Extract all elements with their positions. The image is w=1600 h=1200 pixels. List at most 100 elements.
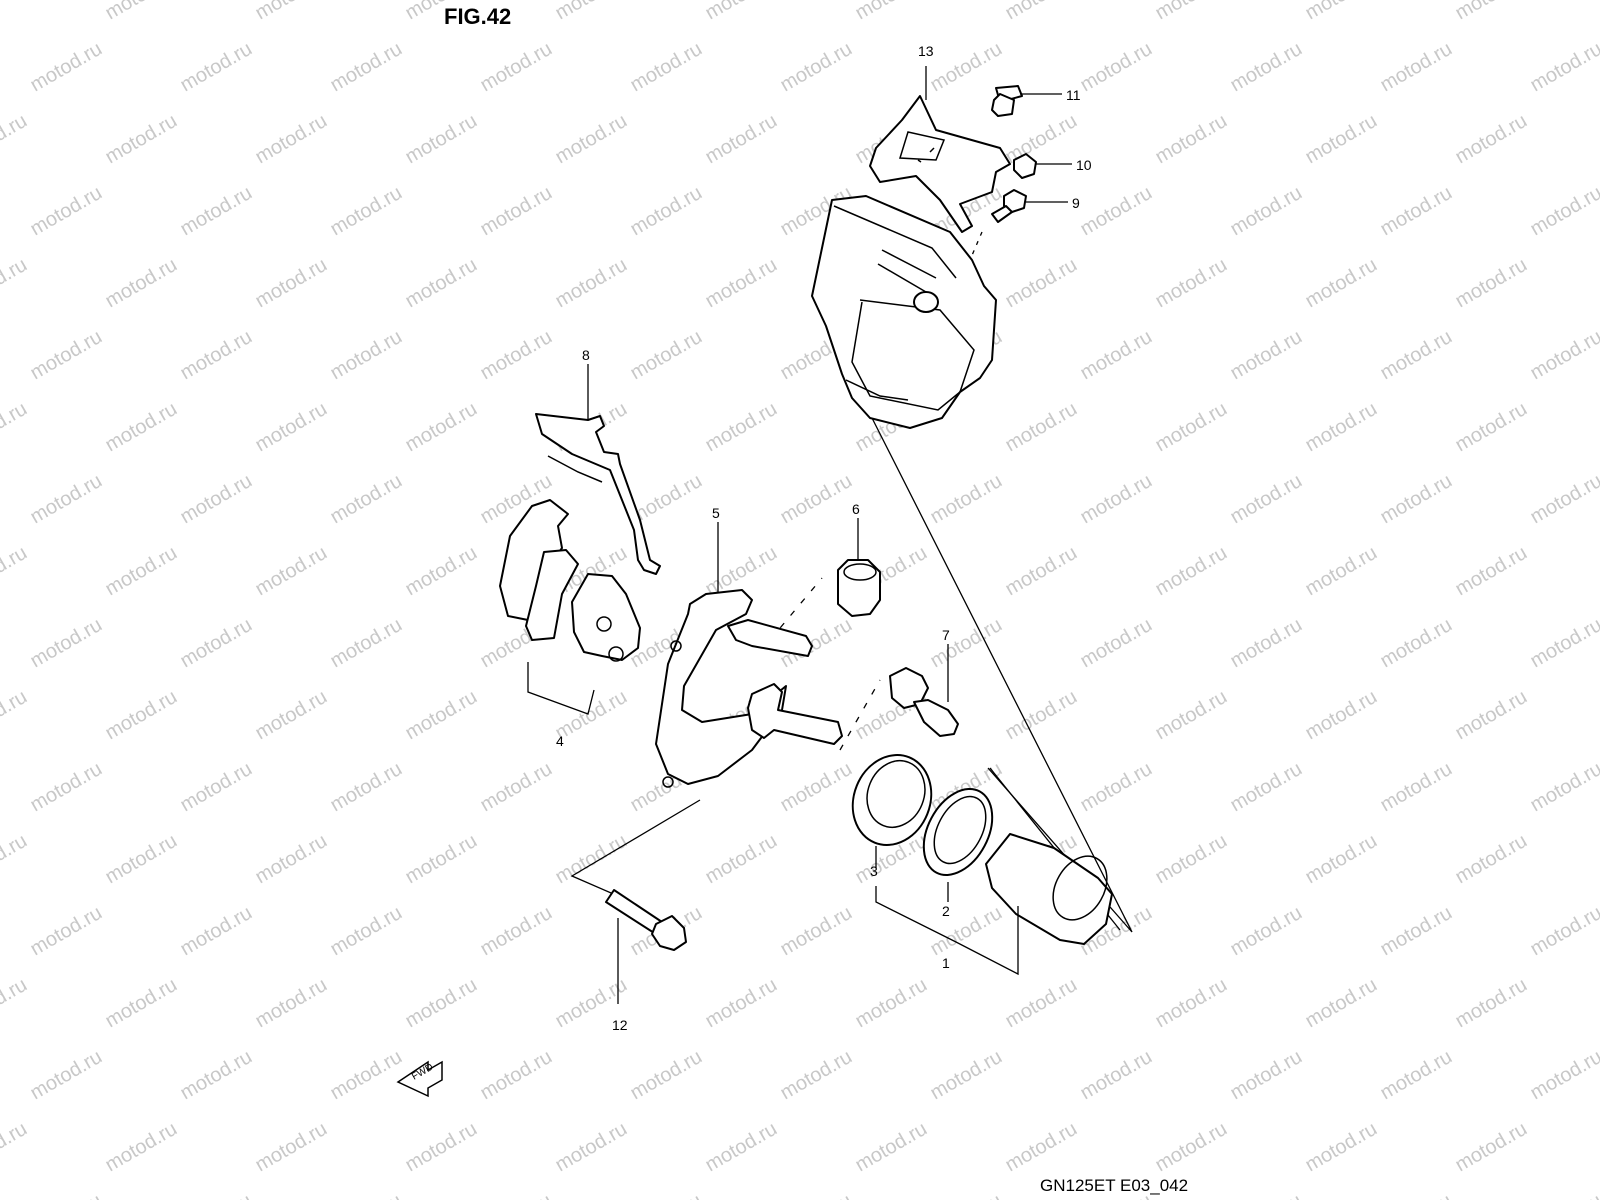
watermark-text: motod.ru <box>1077 182 1156 241</box>
watermark-text: motod.ru <box>927 38 1006 97</box>
watermark-text: motod.ru <box>27 326 106 385</box>
watermark-text: motod.ru <box>702 398 781 457</box>
watermark-text: motod.ru <box>1227 758 1306 817</box>
caliper-cover-part <box>869 95 1011 233</box>
watermark-text: motod.ru <box>927 1046 1006 1105</box>
watermark-text: motod.ru <box>0 110 31 169</box>
watermark-text: motod.ru <box>477 1190 556 1200</box>
watermark-text: motod.ru <box>402 830 481 889</box>
watermark-text: motod.ru <box>627 1190 706 1200</box>
watermark-text: motod.ru <box>702 0 781 24</box>
watermark-text: motod.ru <box>327 758 406 817</box>
watermark-text: motod.ru <box>177 614 256 673</box>
watermark-text: motod.ru <box>402 974 481 1033</box>
watermark-text: motod.ru <box>702 830 781 889</box>
watermark-text: motod.ru <box>102 830 181 889</box>
watermark-text: motod.ru <box>327 38 406 97</box>
watermark-text: motod.ru <box>1077 470 1156 529</box>
dust-seal-part <box>851 754 933 846</box>
watermark-text: motod.ru <box>1227 614 1306 673</box>
watermark-text: motod.ru <box>177 1190 256 1200</box>
watermark-text: motod.ru <box>327 470 406 529</box>
watermark-text: motod.ru <box>402 1118 481 1177</box>
watermark-text: motod.ru <box>777 902 856 961</box>
callout-6: 6 <box>852 501 860 517</box>
callout-4: 4 <box>556 733 564 749</box>
watermark-text: motod.ru <box>1377 326 1456 385</box>
watermark-text: motod.ru <box>402 686 481 745</box>
watermark-text: motod.ru <box>1152 974 1231 1033</box>
watermark-text: motod.ru <box>27 1190 106 1200</box>
watermark-text: motod.ru <box>27 1046 106 1105</box>
watermark-text: motod.ru <box>102 1118 181 1177</box>
watermark-text: motod.ru <box>327 182 406 241</box>
watermark-text: motod.ru <box>852 974 931 1033</box>
watermark-text: motod.ru <box>27 758 106 817</box>
watermark-text: motod.ru <box>1227 182 1306 241</box>
watermark-text: motod.ru <box>1452 830 1531 889</box>
watermark-text: motod.ru <box>327 1190 406 1200</box>
watermark-text: motod.ru <box>102 254 181 313</box>
watermark-text: motod.ru <box>1452 398 1531 457</box>
watermark-text: motod.ru <box>27 38 106 97</box>
fwd-arrow-icon: FWD <box>396 1060 443 1098</box>
watermark-text: motod.ru <box>27 614 106 673</box>
brake-pads-part <box>499 499 641 662</box>
watermark-text: motod.ru <box>477 38 556 97</box>
watermark-text: motod.ru <box>927 614 1006 673</box>
figure-title: FIG.42 <box>444 4 512 29</box>
watermark-text: motod.ru <box>927 1190 1006 1200</box>
watermark-text: motod.ru <box>177 1046 256 1105</box>
watermark-text: motod.ru <box>0 542 31 601</box>
watermark-text: motod.ru <box>477 182 556 241</box>
watermark-text: motod.ru <box>552 1118 631 1177</box>
watermark-text: motod.ru <box>327 1046 406 1105</box>
watermark-text: motod.ru <box>1452 110 1531 169</box>
watermark-text: motod.ru <box>1227 902 1306 961</box>
watermark-text: motod.ru <box>1452 974 1531 1033</box>
watermark-text: motod.ru <box>177 38 256 97</box>
watermark-text: motod.ru <box>1152 398 1231 457</box>
watermark-text: motod.ru <box>927 902 1006 961</box>
diagram-code: GN125ET E03_042 <box>1040 1176 1189 1195</box>
watermark-text: motod.ru <box>1302 0 1381 24</box>
watermark-text: motod.ru <box>177 182 256 241</box>
watermark-text: motod.ru <box>402 398 481 457</box>
watermark-text: motod.ru <box>1527 1190 1600 1200</box>
watermark-text: motod.ru <box>1302 398 1381 457</box>
watermark-text: motod.ru <box>1452 0 1531 24</box>
watermark-text: motod.ru <box>1527 1046 1600 1105</box>
watermark-text: motod.ru <box>102 686 181 745</box>
watermark-text: motod.ru <box>477 326 556 385</box>
callout-1: 1 <box>942 955 950 971</box>
watermark-text: motod.ru <box>1302 830 1381 889</box>
watermark-text: motod.ru <box>27 182 106 241</box>
bleeder-cap-part <box>1013 153 1037 179</box>
watermark-text: motod.ru <box>1077 1046 1156 1105</box>
callout-12: 12 <box>612 1017 628 1033</box>
piston-seal-part <box>922 788 994 876</box>
watermark-text: motod.ru <box>1077 38 1156 97</box>
bleeder-valve-part <box>991 189 1027 223</box>
watermark-text: motod.ru <box>777 38 856 97</box>
watermark-text: motod.ru <box>627 1046 706 1105</box>
watermark-text: motod.ru <box>102 0 181 24</box>
mounting-bolt-part <box>605 889 687 951</box>
watermark-text: motod.ru <box>402 542 481 601</box>
watermark-text: motod.ru <box>777 1046 856 1105</box>
callout-7: 7 <box>942 627 950 643</box>
watermark-text: motod.ru <box>1152 542 1231 601</box>
watermark-text: motod.ru <box>327 326 406 385</box>
watermark-text: motod.ru <box>252 398 331 457</box>
watermark-text: motod.ru <box>1302 1118 1381 1177</box>
watermark-text: motod.ru <box>552 0 631 24</box>
watermark-text: motod.ru <box>402 110 481 169</box>
watermark-text: motod.ru <box>777 758 856 817</box>
callout-5: 5 <box>712 505 720 521</box>
watermark-text: motod.ru <box>402 0 481 24</box>
watermark-text: motod.ru <box>177 902 256 961</box>
watermark-text: motod.ru <box>1527 326 1600 385</box>
watermark-text: motod.ru <box>477 1046 556 1105</box>
watermark-text: motod.ru <box>627 182 706 241</box>
